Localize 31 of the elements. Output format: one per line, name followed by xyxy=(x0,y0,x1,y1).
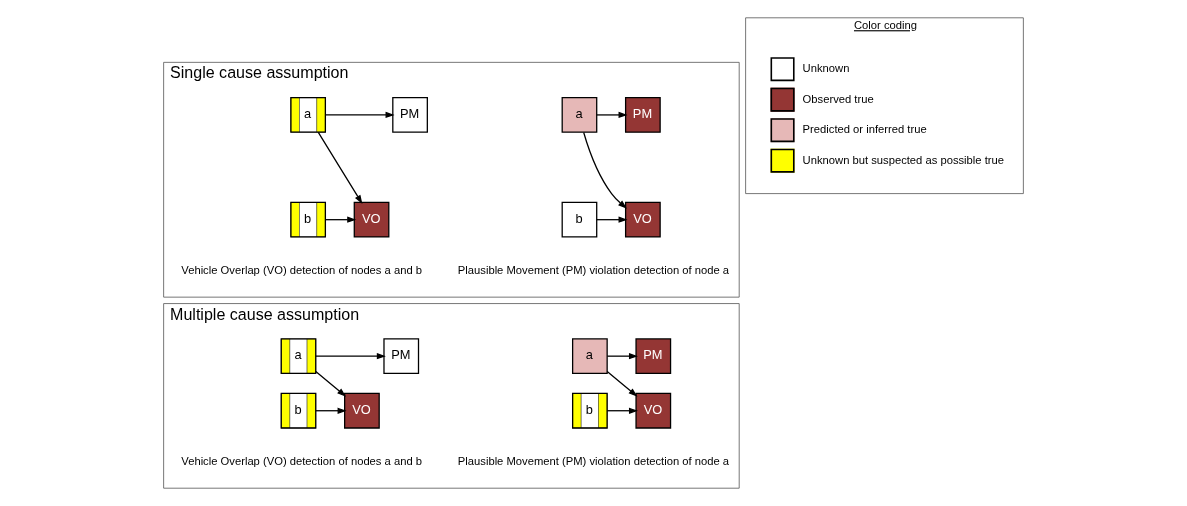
legend-label: Predicted or inferred true xyxy=(802,123,927,136)
label: Plausible Movement (PM) violation detection of node a xyxy=(457,455,730,468)
arrow xyxy=(606,407,638,414)
arrow xyxy=(317,131,363,204)
node-box: a xyxy=(572,338,608,375)
legend-label: Unknown xyxy=(802,62,850,75)
arrow xyxy=(583,131,627,209)
node-box: a xyxy=(561,97,598,133)
arrow xyxy=(596,216,628,223)
arrow xyxy=(325,111,395,119)
arrow xyxy=(315,353,386,360)
node-box: VO xyxy=(624,201,661,238)
node-box: PM xyxy=(624,97,661,133)
node-box: PM xyxy=(383,338,420,375)
node-box: PM xyxy=(635,338,672,375)
legend-label: Observed true xyxy=(802,92,874,105)
arrow xyxy=(324,216,357,223)
legend-label: Unknown but suspected as possible true xyxy=(802,153,1005,166)
node-box: b xyxy=(561,201,598,238)
label: Vehicle Overlap (VO) detection of nodes a and b xyxy=(181,264,423,277)
node-box: VO xyxy=(353,201,390,238)
node-box: VO xyxy=(344,392,380,429)
node-box: PM xyxy=(392,97,428,133)
arrow xyxy=(606,353,638,360)
label: Plausible Movement (PM) violation detection of node a xyxy=(457,264,730,277)
arrow xyxy=(606,370,638,397)
arrow xyxy=(315,407,347,414)
arrow xyxy=(596,111,628,119)
arrow xyxy=(315,370,347,397)
node-box: VO xyxy=(635,392,672,429)
label: Vehicle Overlap (VO) detection of nodes a and b xyxy=(181,455,423,468)
